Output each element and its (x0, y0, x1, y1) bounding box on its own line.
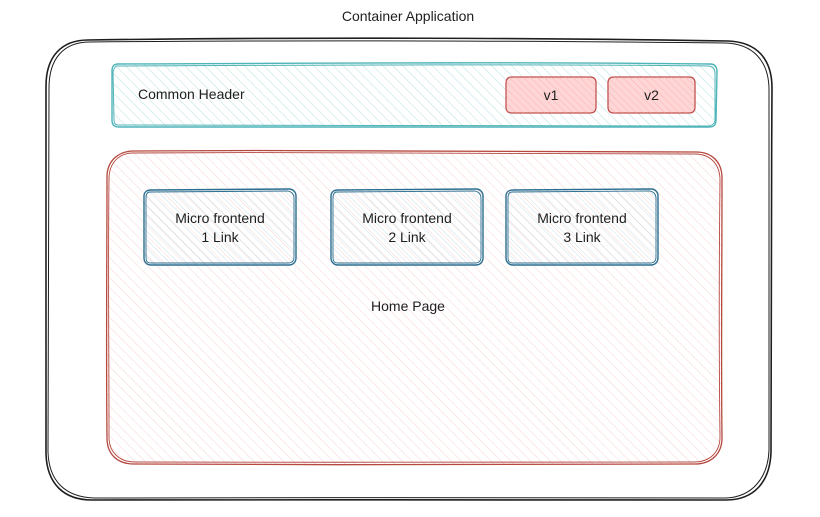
micro-frontend-1-line2: 1 Link (201, 228, 239, 245)
version-button-v2-shape (607, 76, 696, 114)
version-button-v2[interactable]: v2 (608, 77, 695, 113)
micro-frontend-2-shape (330, 188, 484, 266)
version-button-v1[interactable]: v1 (506, 77, 596, 113)
micro-frontend-2-link[interactable]: Micro frontend 2 Link (331, 190, 483, 265)
version-button-v1-shape (505, 76, 597, 114)
container-title: Container Application (341, 8, 475, 24)
micro-frontend-3-line2: 3 Link (563, 228, 601, 245)
micro-frontend-1-link[interactable]: Micro frontend 1 Link (144, 190, 296, 265)
micro-frontend-3-link[interactable]: Micro frontend 3 Link (506, 190, 658, 265)
micro-frontend-3-shape (505, 188, 659, 266)
version-button-v1-label: v1 (543, 86, 559, 103)
common-header-label: Common Header (138, 86, 245, 102)
version-button-v2-label: v2 (644, 86, 659, 103)
micro-frontend-2-line2: 2 Link (388, 228, 426, 245)
micro-frontend-1-shape (143, 188, 297, 266)
micro-frontend-2-line1: Micro frontend (362, 209, 452, 226)
home-page-label: Home Page (371, 298, 445, 314)
micro-frontend-3-line1: Micro frontend (537, 209, 627, 226)
container-frame (44, 37, 773, 502)
micro-frontend-1-line1: Micro frontend (175, 209, 265, 226)
